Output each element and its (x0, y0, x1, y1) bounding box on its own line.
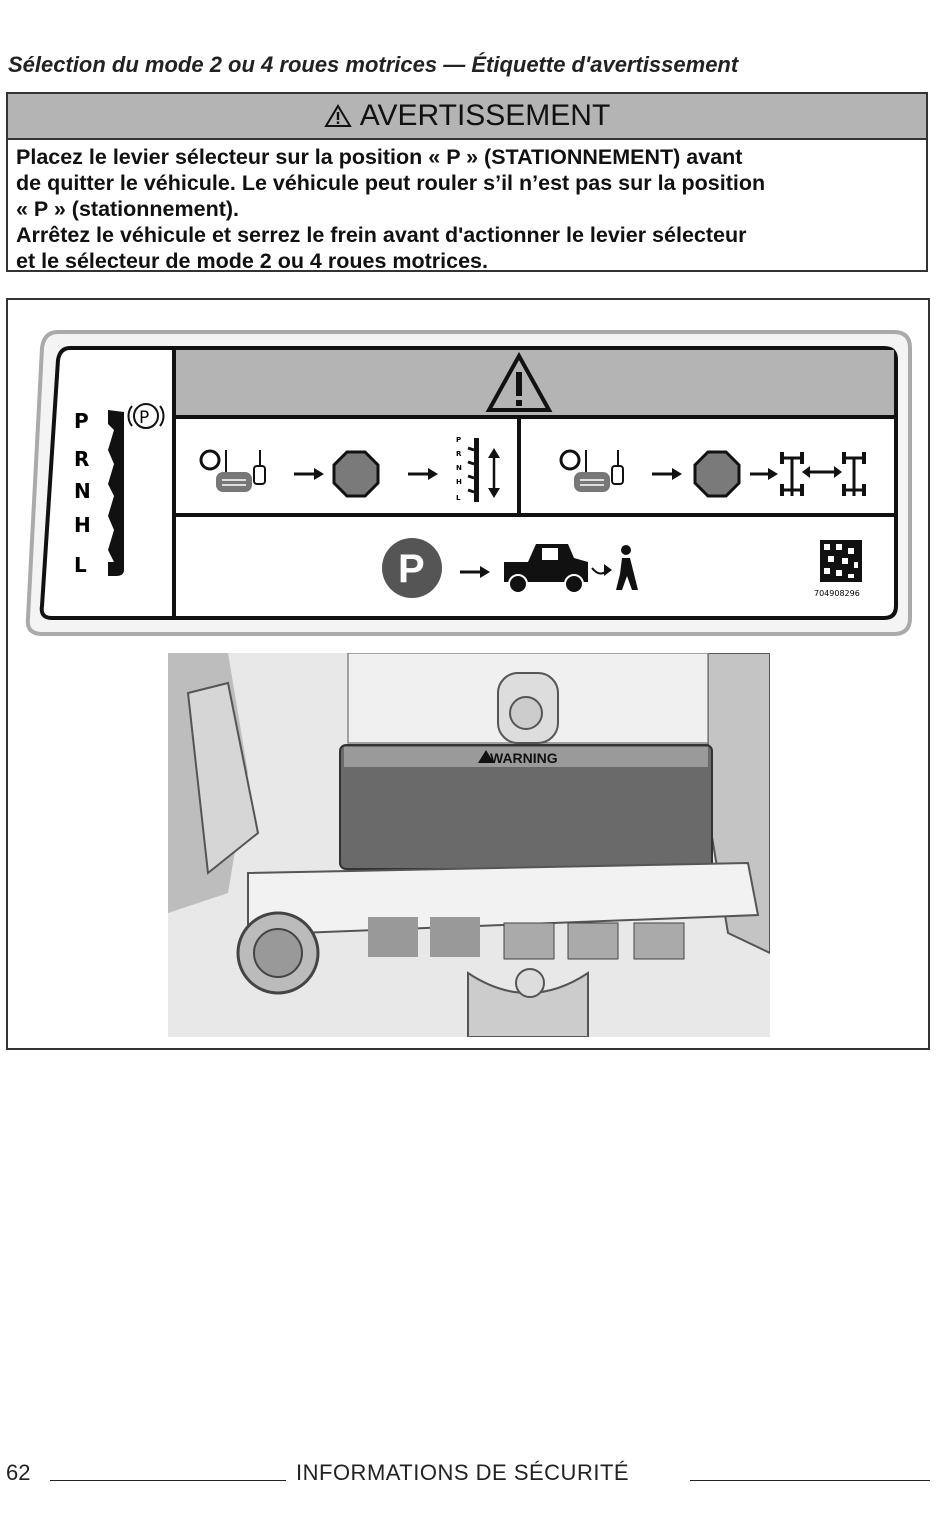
warning-line: de quitter le véhicule. Le véhicule peut… (16, 171, 766, 195)
mini-gear-label: N (456, 464, 462, 472)
drive-mode-2wd-4wd-icon (780, 452, 866, 496)
stop-octagon-icon (332, 450, 380, 498)
warning-label-illustration: P R N H L P (25, 330, 912, 636)
stop-octagon-icon (693, 450, 741, 498)
mini-gear-label: R (456, 450, 462, 458)
utility-vehicle-icon (504, 544, 612, 594)
arrow-right-icon (750, 468, 778, 480)
data-matrix-code (820, 540, 862, 582)
arrow-right-icon (408, 468, 438, 480)
warning-triangle-icon (323, 104, 352, 127)
gear-label: L (74, 553, 87, 577)
warning-heading: AVERTISSEMENT (359, 99, 611, 132)
park-circle-letter: P (398, 547, 425, 591)
gear-selector-diagram: P R N H L P (74, 403, 165, 577)
warning-line: et le sélecteur de mode 2 ou 4 roues mot… (16, 249, 488, 273)
brake-pedal-icon (199, 449, 266, 492)
park-circle-icon (382, 538, 442, 598)
section-title: Sélection du mode 2 ou 4 roues motrices … (8, 52, 739, 77)
footer-rule-left (50, 1480, 286, 1481)
brake-pedal-icon (559, 449, 624, 492)
footer-rule-right (690, 1480, 930, 1481)
gear-label: H (74, 513, 91, 537)
warning-line: « P » (stationnement). (16, 197, 240, 221)
warning-header: AVERTISSEMENT (8, 94, 926, 140)
page-number: 62 (6, 1460, 31, 1485)
mini-gear-label: L (456, 494, 461, 502)
figure-frame: P R N H L P (6, 298, 930, 1050)
person-walking-icon (616, 545, 638, 590)
warning-box: AVERTISSEMENT Placez le levier sélecteur… (6, 92, 928, 274)
gear-label: N (74, 479, 91, 503)
warning-line: Arrêtez le véhicule et serrez le frein a… (16, 223, 747, 247)
console-photo-illustration: WARNING (168, 653, 770, 1037)
shift-lever-icon: P R N H L (456, 436, 500, 502)
page-footer: 62 INFORMATIONS DE SÉCURITÉ (6, 1458, 930, 1488)
park-symbol: P (139, 408, 149, 428)
gear-label: R (74, 447, 89, 471)
warning-line: Placez le levier sélecteur sur la positi… (16, 145, 743, 169)
warning-triangle-icon (485, 351, 553, 412)
mini-gear-label: P (456, 436, 461, 444)
warning-sticker-text: WARNING (490, 750, 558, 766)
barcode-number: 704908296 (814, 589, 860, 598)
arrow-right-icon (652, 468, 682, 480)
mini-gear-label: H (456, 478, 462, 486)
arrow-right-icon (460, 566, 490, 578)
arrow-right-icon (294, 468, 324, 480)
footer-title: INFORMATIONS DE SÉCURITÉ (296, 1460, 630, 1485)
warning-text: Placez le levier sélecteur sur la positi… (8, 140, 926, 274)
gear-label: P (74, 409, 89, 433)
